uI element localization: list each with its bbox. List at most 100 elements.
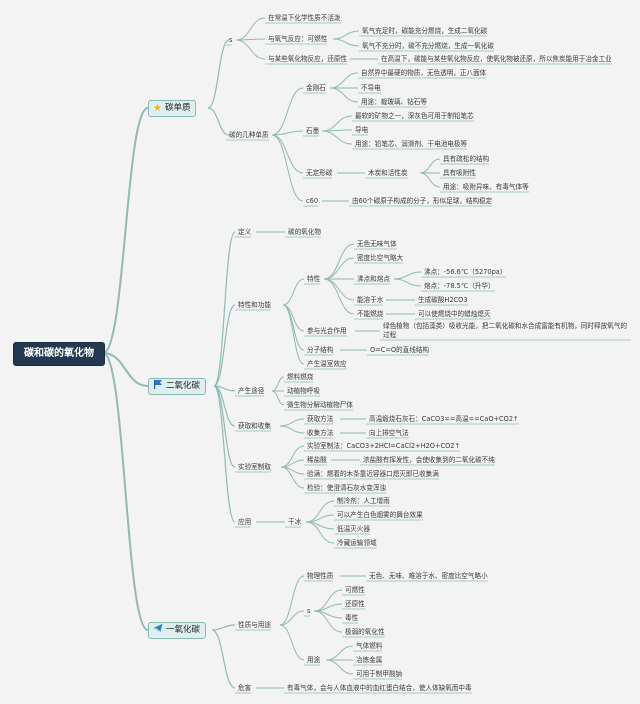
flag-icon [153,379,163,389]
topic-carbon-elements[interactable]: ★碳单质 [148,100,197,117]
connector [213,385,236,468]
star-icon: ★ [153,103,162,114]
connector [393,271,422,280]
connector [280,466,305,489]
connector [102,352,149,387]
label-cs2: 动植物呼吸 [287,387,320,395]
connector [325,645,354,661]
label-wdx1c: 用途：吸附异味、有毒气体等 [443,183,529,191]
connector [325,659,354,675]
label-fz1: O=C=O的直线结构 [370,346,430,354]
label-s3d: 极弱的氧化性 [345,628,385,636]
connector [271,130,304,136]
label-gh1: 绿色植物（包括藻类）吸收光能，把二氧化碳和水合成富能有机物，同时释放氧气的过程 [383,322,627,339]
connector [332,30,360,40]
label-fz: 分子结构 [307,346,334,354]
label-wdx1a: 具有疏松的结构 [443,155,490,163]
connector [321,130,353,145]
connector [323,257,355,280]
paper-plane-icon [153,623,163,633]
label-wsx: 产生温室效应 [307,360,347,368]
connector [207,107,230,136]
label-xzyt: 性质与用途 [238,621,271,629]
connector [279,425,305,434]
label-wh: 危害 [238,684,252,692]
label-jgs: 金刚石 [306,84,326,92]
connector [279,418,305,427]
connector [419,158,441,174]
label-s1c: 与某些氧化物反应，还原性 [268,55,348,63]
connector [393,278,422,287]
connector [329,72,359,89]
label-yy1d: 冷藏运输领域 [337,539,377,547]
connector [279,575,305,626]
connector [235,17,266,41]
connector [332,38,360,47]
connector [271,390,285,406]
label-yy1c: 低温灭火器 [337,525,370,533]
connector [102,107,149,354]
label-wdx1: 木炭和活性炭 [368,169,408,177]
label-yt3: 可用于制甲酸钠 [356,670,403,678]
label-sm1: 最软的矿物之一，深灰色可用于制铅笔芯 [355,112,474,120]
label-s1: s [229,36,233,44]
label-yy1a: 制冷剂：人工增雨 [337,497,390,505]
label-tx4a: 生成碳酸H2CO3 [418,296,468,304]
label-gh: 参与光合作用 [307,327,347,335]
connector [282,304,305,351]
label-tx4: 能溶于水 [357,296,384,304]
label-s3c: 毒性 [345,614,359,622]
label-dy1: 碳的氧化物 [288,228,321,236]
label-tx2: 密度比空气略大 [357,254,404,262]
label-tx5: 不能燃烧 [357,310,384,318]
label-tx: 特性 [307,275,321,283]
connector [323,278,355,315]
topic-carbon-dioxide[interactable]: 二氧化碳 [148,378,207,395]
connector [211,624,236,631]
label-hq: 获取和收集 [238,422,271,430]
label-yt2: 冶炼金属 [356,656,383,664]
label-wh1: 有毒气体，会与人体血液中的血红蛋白结合，使人体缺氧而中毒 [287,684,472,692]
label-yt: 用途 [307,656,321,664]
connector [102,352,149,631]
label-jgs1: 自然界中最硬的物质，无色透明，正八面体 [361,69,487,77]
root-node[interactable]: 碳和碳的氧化物 [13,342,105,366]
label-tx3b: 熔点：-78.5℃（升华） [424,282,495,290]
connector [271,376,285,392]
connector [235,39,266,60]
connector [279,624,305,661]
connector [305,521,335,544]
label-jgs3: 用途：裁玻璃、钻石等 [361,98,427,106]
label-sy1: 实验室制法：CaCO3+2HCl=CaCl2+H2O+CO2↑ [307,442,461,450]
connector [419,172,441,188]
label-tx1: 无色无味气体 [357,240,397,248]
connector [282,304,305,365]
label-sm3: 用途：铅笔芯、润滑剂、干电池电极等 [355,140,468,148]
label-s1b1: 氧气充足时，碳能充分燃烧，生成二氧化碳 [362,27,488,35]
label-sy4: 检验：使澄清石灰水变浑浊 [307,484,387,492]
label-s3b: 还原性 [345,600,365,608]
connector [271,87,304,136]
label-yt1: 气体燃料 [356,642,383,650]
connector [213,304,236,387]
label-hq1a: 高温煅烧石灰石：CaCO3==高温==CaO+CO2↑ [369,415,519,423]
connector [211,629,236,689]
label-sy: 实验室制取 [238,463,271,471]
label-tx5a: 可以使燃烧中的蜡烛熄灭 [418,310,491,318]
topic-carbon-monoxide[interactable]: 一氧化碳 [148,622,207,639]
label-s1b2: 氧气不充分时，碳不充分燃烧，生成一氧化碳 [362,42,494,50]
connector [313,610,343,633]
connector [207,39,230,109]
label-wl1: 无色、无味、难溶于水、密度比空气略小 [369,572,488,580]
label-hq2a: 向上排空气法 [369,429,409,437]
label-s3: s [307,607,311,615]
connector [323,243,355,280]
label-hq1: 获取方法 [307,415,334,423]
label-sm: 石墨 [306,127,320,135]
label-hq2: 收集方法 [307,429,334,437]
connector [213,231,236,387]
label-sy2a: 浓盐酸有挥发性，会使收集到的二氧化碳不纯 [363,456,495,464]
label-cs3: 微生物分解动植物尸体 [287,401,353,409]
label-dy: 定义 [238,228,252,236]
